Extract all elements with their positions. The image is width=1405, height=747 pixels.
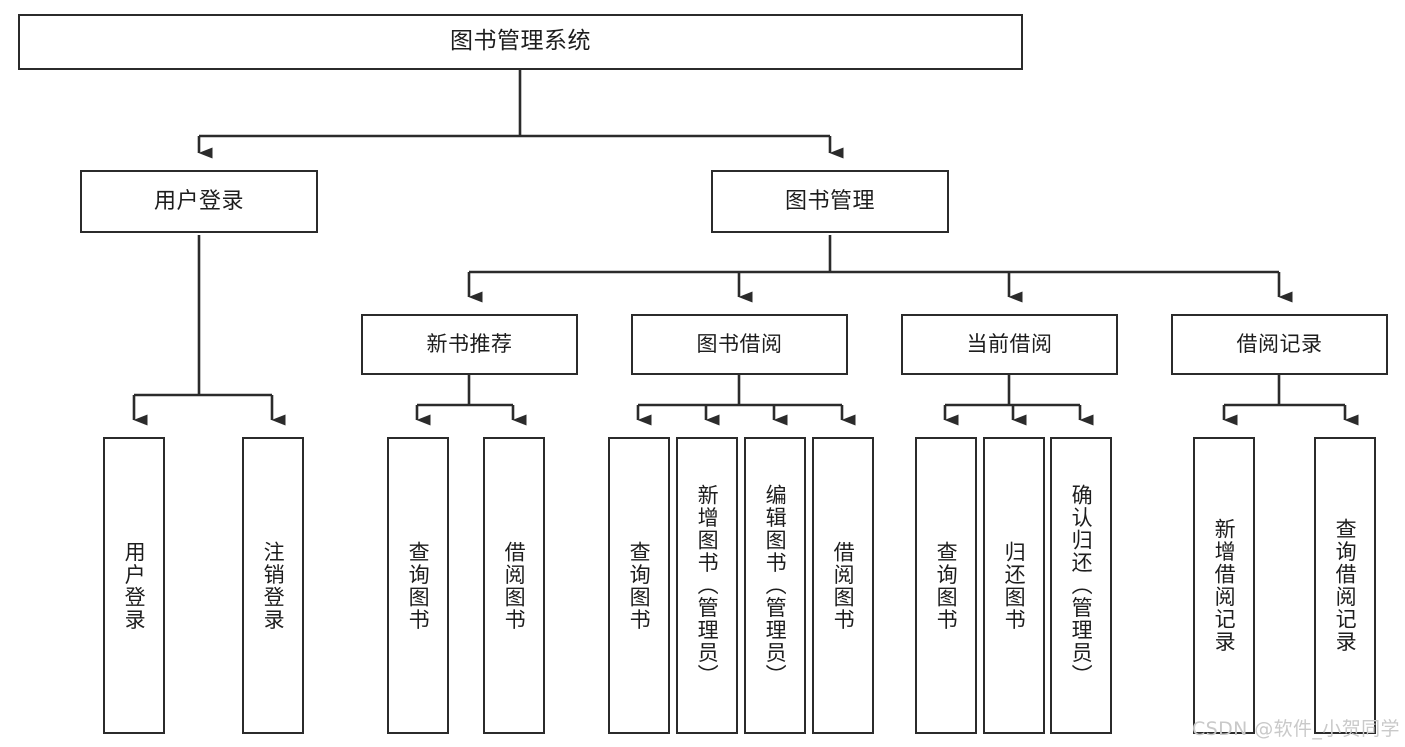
node-book-management[interactable]: 图书管理 <box>711 170 949 233</box>
leaf-query-book-current[interactable]: 查询图书 <box>915 437 977 734</box>
leaf-query-borrow-record-label: 查询借阅记录 <box>1333 518 1358 653</box>
leaf-confirm-return-admin-label: 确认归还（管理员） <box>1069 484 1094 687</box>
leaf-user-login-label: 用户登录 <box>122 540 147 631</box>
leaf-user-login[interactable]: 用户登录 <box>103 437 165 734</box>
leaf-borrow-book-recommend-label: 借阅图书 <box>502 540 527 631</box>
leaf-borrow-book[interactable]: 借阅图书 <box>812 437 874 734</box>
node-user-login-label: 用户登录 <box>153 188 244 214</box>
node-book-management-label: 图书管理 <box>784 188 875 214</box>
leaf-return-book[interactable]: 归还图书 <box>983 437 1045 734</box>
leaf-logout-label: 注销登录 <box>261 540 286 631</box>
leaf-borrow-book-label: 借阅图书 <box>831 540 856 631</box>
node-new-book-recommend[interactable]: 新书推荐 <box>361 314 578 375</box>
node-new-book-recommend-label: 新书推荐 <box>426 332 513 357</box>
leaf-query-book-current-label: 查询图书 <box>934 540 959 631</box>
leaf-query-borrow-record[interactable]: 查询借阅记录 <box>1314 437 1376 734</box>
leaf-query-book-recommend-label: 查询图书 <box>406 540 431 631</box>
node-borrow-records[interactable]: 借阅记录 <box>1171 314 1388 375</box>
leaf-confirm-return-admin[interactable]: 确认归还（管理员） <box>1050 437 1112 734</box>
node-borrow-records-label: 借阅记录 <box>1236 332 1323 357</box>
node-book-borrow[interactable]: 图书借阅 <box>631 314 848 375</box>
leaf-return-book-label: 归还图书 <box>1002 540 1027 631</box>
leaf-query-book-borrow[interactable]: 查询图书 <box>608 437 670 734</box>
node-user-login[interactable]: 用户登录 <box>80 170 318 233</box>
leaf-edit-book-admin-label: 编辑图书（管理员） <box>763 484 788 687</box>
leaf-logout[interactable]: 注销登录 <box>242 437 304 734</box>
leaf-query-book-recommend[interactable]: 查询图书 <box>387 437 449 734</box>
node-root[interactable]: 图书管理系统 <box>18 14 1023 70</box>
node-current-borrow-label: 当前借阅 <box>966 332 1053 357</box>
leaf-add-book-admin-label: 新增图书（管理员） <box>695 484 720 687</box>
node-root-label: 图书管理系统 <box>450 28 591 55</box>
leaf-add-borrow-record-label: 新增借阅记录 <box>1212 518 1237 653</box>
leaf-edit-book-admin[interactable]: 编辑图书（管理员） <box>744 437 806 734</box>
leaf-borrow-book-recommend[interactable]: 借阅图书 <box>483 437 545 734</box>
node-book-borrow-label: 图书借阅 <box>696 332 783 357</box>
node-current-borrow[interactable]: 当前借阅 <box>901 314 1118 375</box>
watermark-text: CSDN @软件_小贺同学 <box>1192 718 1400 740</box>
leaf-add-borrow-record[interactable]: 新增借阅记录 <box>1193 437 1255 734</box>
leaf-query-book-borrow-label: 查询图书 <box>627 540 652 631</box>
leaf-add-book-admin[interactable]: 新增图书（管理员） <box>676 437 738 734</box>
